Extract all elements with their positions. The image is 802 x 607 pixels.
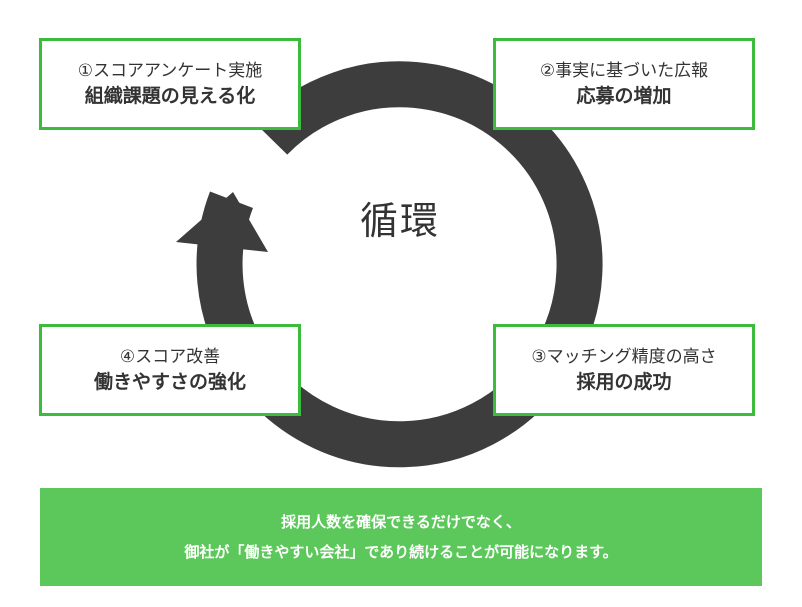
step-3-box: ③マッチング精度の高さ 採用の成功 bbox=[493, 324, 755, 416]
step-3-subtitle: ③マッチング精度の高さ bbox=[531, 347, 717, 367]
step-4-subtitle: ④スコア改善 bbox=[119, 347, 221, 367]
step-3-title: 採用の成功 bbox=[576, 371, 672, 393]
step-1-subtitle: ①スコアアンケート実施 bbox=[77, 61, 263, 81]
step-2-subtitle: ②事実に基づいた広報 bbox=[539, 61, 709, 81]
step-1-title: 組織課題の見える化 bbox=[84, 85, 256, 107]
banner-line-2: 御社が「働きやすい会社」であり続けることが可能になります。 bbox=[184, 543, 618, 561]
banner-line-1: 採用人数を確保できるだけでなく、 bbox=[281, 513, 521, 531]
step-1-box: ①スコアアンケート実施 組織課題の見える化 bbox=[39, 38, 301, 130]
step-4-box: ④スコア改善 働きやすさの強化 bbox=[39, 324, 301, 416]
step-2-box: ②事実に基づいた広報 応募の増加 bbox=[493, 38, 755, 130]
step-4-title: 働きやすさの強化 bbox=[93, 371, 246, 393]
step-2-title: 応募の増加 bbox=[576, 85, 672, 107]
cycle-center-label: 循環 bbox=[359, 199, 440, 243]
summary-banner: 採用人数を確保できるだけでなく、 御社が「働きやすい会社」であり続けることが可能… bbox=[40, 488, 762, 586]
cycle-arrowhead bbox=[176, 192, 268, 252]
